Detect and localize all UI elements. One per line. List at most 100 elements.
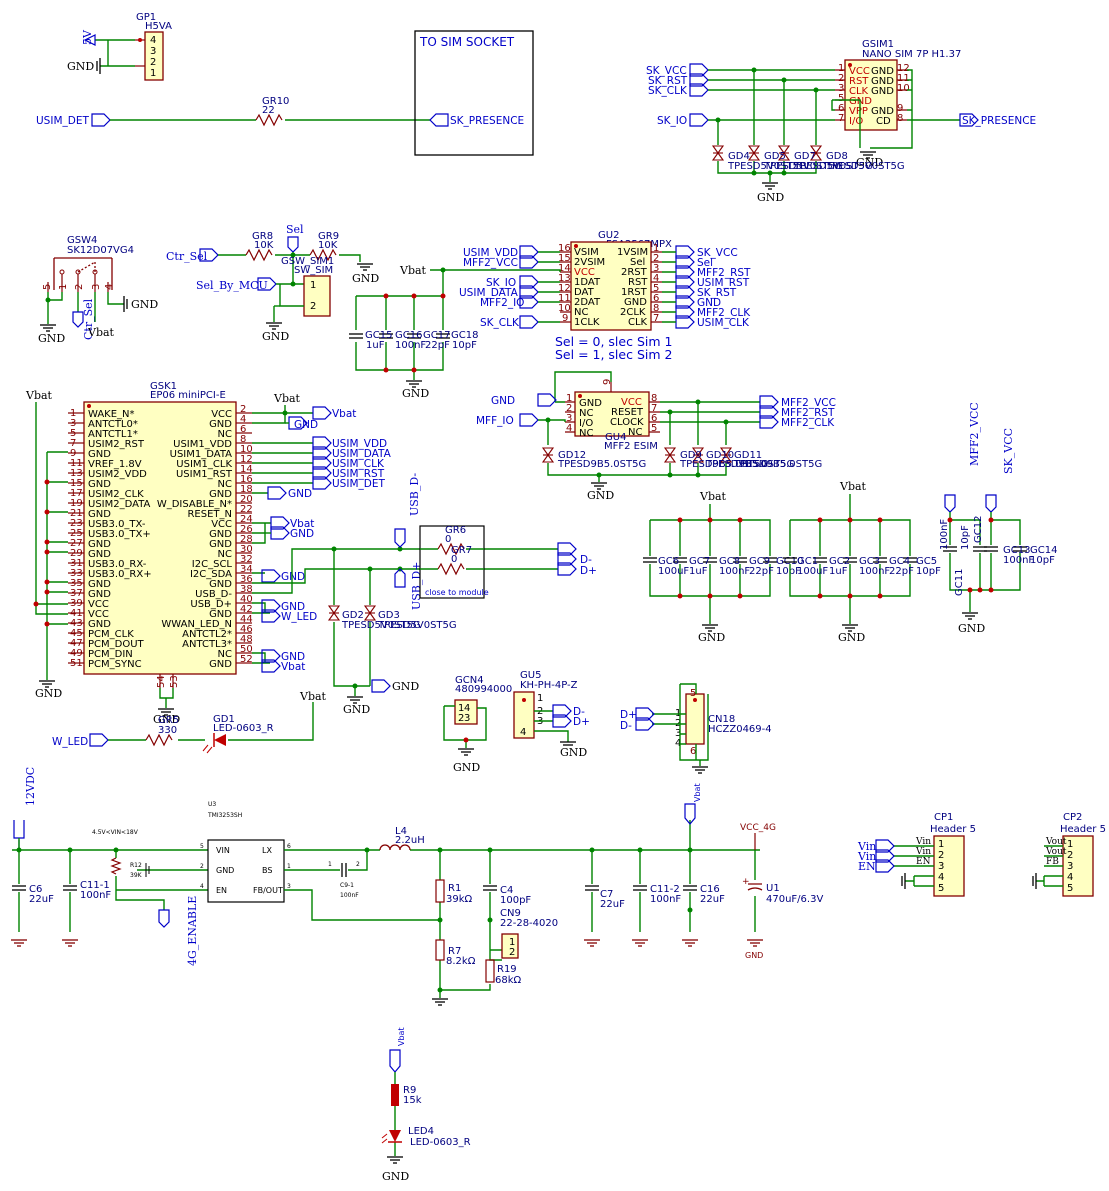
svg-text:Vbat: Vbat bbox=[839, 480, 867, 493]
svg-text:GR6: GR6 bbox=[445, 525, 466, 536]
svg-text:GND: GND bbox=[281, 651, 305, 663]
svg-text:Sel: Sel bbox=[630, 257, 645, 268]
gsk1-left-num: 37 bbox=[70, 588, 83, 599]
vbat-decoupling-bank-1: Vbat GC6 GC7 GC8 GC9 GC10 100uF 1uF 100n… bbox=[642, 490, 803, 644]
svg-text:USIM_CLK: USIM_CLK bbox=[332, 458, 385, 470]
svg-text:C9-1: C9-1 bbox=[340, 882, 354, 889]
svg-text:GSIM1: GSIM1 bbox=[862, 39, 894, 50]
svg-text:FB: FB bbox=[1046, 857, 1059, 867]
svg-text:GND: GND bbox=[281, 601, 305, 613]
svg-text:GND: GND bbox=[216, 866, 234, 875]
svg-text:1uF: 1uF bbox=[829, 566, 848, 577]
svg-text:W_LED: W_LED bbox=[52, 736, 88, 748]
svg-text:22: 22 bbox=[262, 105, 275, 116]
svg-text:GND: GND bbox=[35, 687, 62, 700]
gsk1-left-label: USIM2_CLK bbox=[88, 489, 144, 500]
svg-text:EN: EN bbox=[216, 886, 227, 895]
svg-text:GND: GND bbox=[560, 746, 587, 759]
svg-text:4: 4 bbox=[938, 872, 944, 883]
svg-text:480994000: 480994000 bbox=[455, 684, 512, 695]
gsk1-left-num: 25 bbox=[70, 528, 83, 539]
svg-text:W_LED: W_LED bbox=[281, 611, 317, 623]
svg-text:Vin: Vin bbox=[857, 850, 876, 863]
svg-text:GC7: GC7 bbox=[689, 556, 710, 567]
gp1-gnd: GND bbox=[67, 60, 94, 73]
svg-text:GR5: GR5 bbox=[158, 715, 179, 726]
gsk1-left-num: 31 bbox=[70, 558, 83, 569]
buck-converter: 12VDC C6 22uF C11-1 100nF R12 39K 4G_ENA… bbox=[10, 767, 823, 1006]
svg-text:CP2: CP2 bbox=[1063, 812, 1082, 823]
svg-text:GD3: GD3 bbox=[378, 610, 400, 621]
led4-indicator: Vbat R9 15k LED4 LED-0603_R GND bbox=[381, 1027, 471, 1183]
svg-text:8.2kΩ: 8.2kΩ bbox=[446, 956, 476, 967]
svg-text:FB/OUT: FB/OUT bbox=[253, 886, 283, 895]
gsk1-left-num: 17 bbox=[70, 488, 83, 499]
cp2-header: CP2 Header 5 1 2 3 4 5 Vout Vout FB bbox=[1032, 812, 1106, 897]
svg-text:TPESD9B5.0ST5G: TPESD9B5.0ST5G bbox=[557, 459, 646, 470]
svg-text:11: 11 bbox=[558, 293, 571, 304]
svg-text:4.5V<VIN<18V: 4.5V<VIN<18V bbox=[92, 829, 139, 836]
gsk1-right-num: 32 bbox=[240, 554, 253, 565]
gsk1-right-label: I2C_SCL bbox=[192, 559, 233, 570]
svg-text:SK_RST: SK_RST bbox=[648, 75, 688, 87]
gsk1-right-label: GND bbox=[209, 539, 232, 550]
svg-text:GD12: GD12 bbox=[558, 450, 586, 461]
svg-text:5: 5 bbox=[938, 883, 944, 894]
svg-text:3: 3 bbox=[938, 861, 944, 872]
gsk1-right-label: USIM1_VDD bbox=[173, 439, 232, 450]
svg-text:I/O: I/O bbox=[579, 418, 593, 429]
gsk1-right-label: GND bbox=[209, 529, 232, 540]
svg-text:GD4: GD4 bbox=[728, 151, 750, 162]
svg-text:Vin: Vin bbox=[915, 847, 931, 857]
svg-text:GC2: GC2 bbox=[829, 556, 850, 567]
sk-presence-label: SK_PRESENCE bbox=[450, 115, 524, 127]
svg-text:3: 3 bbox=[464, 713, 470, 724]
svg-text:7: 7 bbox=[838, 113, 844, 124]
svg-text:4: 4 bbox=[653, 273, 659, 284]
svg-text:GC15: GC15 bbox=[365, 330, 392, 341]
svg-text:GD7: GD7 bbox=[794, 151, 816, 162]
svg-text:RST: RST bbox=[849, 76, 869, 87]
svg-text:BS: BS bbox=[262, 866, 272, 875]
w-led-path: W_LED GR5 330 GD1 LED-0603_R Vbat bbox=[52, 690, 327, 754]
svg-text:USIM_RST: USIM_RST bbox=[697, 277, 750, 289]
svg-text:10: 10 bbox=[558, 303, 571, 314]
svg-text:GND: GND bbox=[281, 571, 305, 583]
svg-text:Header 5: Header 5 bbox=[930, 824, 976, 835]
svg-text:39kΩ: 39kΩ bbox=[446, 894, 473, 905]
gsk1-left-num: 7 bbox=[70, 438, 76, 449]
svg-text:1: 1 bbox=[566, 393, 572, 404]
svg-text:Sel: Sel bbox=[697, 257, 713, 269]
svg-text:1: 1 bbox=[537, 693, 543, 704]
svg-text:GND: GND bbox=[392, 680, 419, 693]
svg-text:2: 2 bbox=[1067, 850, 1073, 861]
svg-text:GND: GND bbox=[838, 631, 865, 644]
svg-text:USIM_VDD: USIM_VDD bbox=[332, 438, 387, 450]
svg-text:2: 2 bbox=[356, 861, 360, 868]
gsw4-switch: GSW4 SK12D07VG4 5 1 2 3 4 GND GND Ctr_Se… bbox=[38, 235, 158, 345]
svg-text:15: 15 bbox=[558, 253, 571, 264]
svg-text:GND: GND bbox=[871, 76, 894, 87]
svg-text:1: 1 bbox=[58, 284, 69, 290]
svg-text:C11-1: C11-1 bbox=[80, 880, 110, 891]
svg-text:12: 12 bbox=[897, 63, 910, 74]
gsk1-left-num: 51 bbox=[70, 658, 83, 669]
svg-text:LX: LX bbox=[262, 846, 272, 855]
svg-text:GC16: GC16 bbox=[395, 330, 422, 341]
svg-text:RESET: RESET bbox=[611, 407, 644, 418]
svg-text:GD11: GD11 bbox=[734, 450, 762, 461]
gsk1-right-label: VCC bbox=[211, 519, 232, 530]
svg-text:GND: GND bbox=[871, 106, 894, 117]
svg-text:LED-0603_R: LED-0603_R bbox=[410, 1137, 471, 1148]
svg-text:VPP: VPP bbox=[849, 106, 868, 117]
gsk1-left-num: 33 bbox=[70, 568, 83, 579]
svg-text:10pF: 10pF bbox=[1030, 555, 1055, 566]
svg-text:CLK: CLK bbox=[628, 317, 648, 328]
sel-note-0: Sel = 0, slec Sim 1 bbox=[555, 334, 672, 349]
svg-text:2VSIM: 2VSIM bbox=[574, 257, 605, 268]
svg-text:TMI3253SH: TMI3253SH bbox=[207, 812, 242, 819]
gsk1-left-num: 23 bbox=[70, 518, 83, 529]
gsk1-left-label: ANTCTL1* bbox=[88, 429, 138, 440]
svg-text:I/O: I/O bbox=[849, 116, 863, 127]
